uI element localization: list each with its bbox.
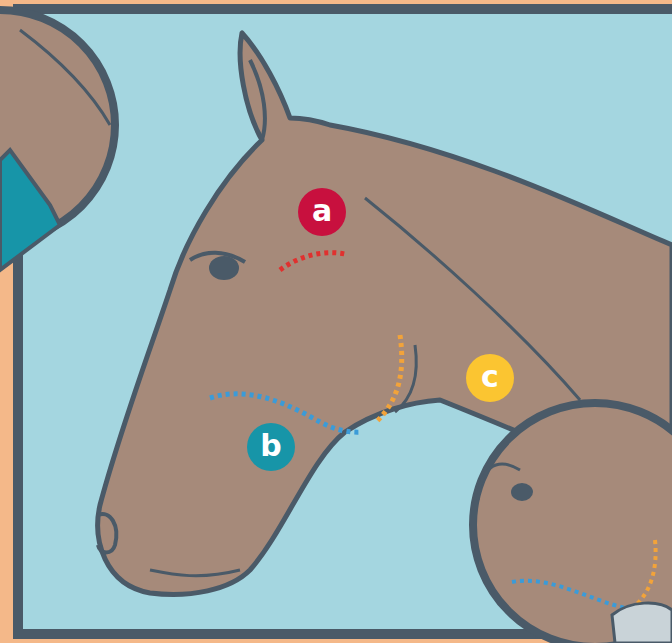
marker-line [632,540,656,608]
inset-circle [473,403,672,643]
callout-letter: b [260,431,281,461]
marker-line [210,394,362,432]
callout-circle: a [298,188,346,236]
marker-line [280,253,345,270]
inset-eye [511,483,533,501]
callout-circle: b [247,423,295,471]
callout-letter: a [312,196,332,226]
eye [209,256,239,280]
callout-letter: c [481,362,499,392]
marker-line [512,581,625,608]
marker-line [375,335,402,423]
inset-detail [20,30,110,125]
inset-detail [612,603,672,643]
callout-circle: c [466,354,514,402]
mouth [150,570,240,576]
nostril [98,514,116,552]
inset-detail [0,150,60,270]
ear-line [250,60,265,140]
